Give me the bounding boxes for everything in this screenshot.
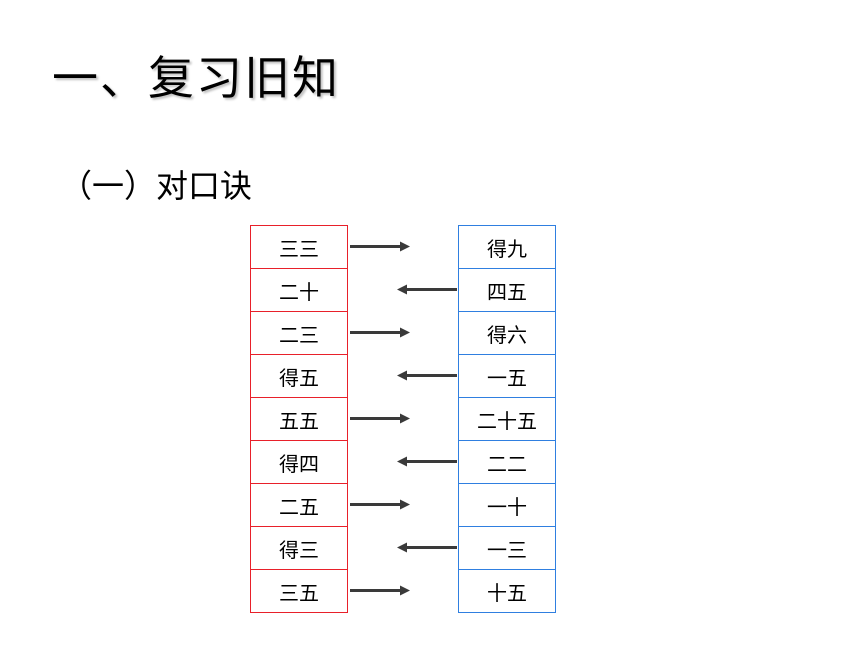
arrow-head (400, 413, 410, 424)
right-cell: 十五 (459, 570, 555, 613)
arrow-head (397, 284, 407, 295)
arrow-head (397, 456, 407, 467)
arrow-head (400, 327, 410, 338)
right-cell: 二二 (459, 441, 555, 484)
arrow-left (397, 456, 457, 467)
arrow-head (400, 241, 410, 252)
arrow-left (397, 370, 457, 381)
right-cell: 得六 (459, 312, 555, 355)
left-cell: 三五 (251, 570, 347, 613)
left-cell: 二五 (251, 484, 347, 527)
right-cell: 一三 (459, 527, 555, 570)
arrow-right (350, 499, 410, 510)
left-cell: 二三 (251, 312, 347, 355)
page-title: 一、复习旧知 (52, 51, 340, 105)
arrow-head (397, 542, 407, 553)
left-cell: 五五 (251, 398, 347, 441)
left-cell: 得三 (251, 527, 347, 570)
left-cell: 二十 (251, 269, 347, 312)
arrow-left (397, 542, 457, 553)
arrow-right (350, 327, 410, 338)
arrow-head (400, 585, 410, 596)
arrow-head (397, 370, 407, 381)
arrow-head (400, 499, 410, 510)
arrow-right (350, 413, 410, 424)
left-cell: 得四 (251, 441, 347, 484)
right-cell: 一十 (459, 484, 555, 527)
right-cell: 得九 (459, 226, 555, 269)
section-title: （一）对口诀 (60, 167, 253, 205)
left-cell: 三三 (251, 226, 347, 269)
right-cell: 二十五 (459, 398, 555, 441)
left-column: 三三 二十 二三 得五 五五 得四 二五 得三 三五 (250, 225, 348, 613)
arrow-right (350, 585, 410, 596)
arrow-left (397, 284, 457, 295)
right-column: 得九 四五 得六 一五 二十五 二二 一十 一三 十五 (458, 225, 556, 613)
right-cell: 四五 (459, 269, 555, 312)
left-cell: 得五 (251, 355, 347, 398)
right-cell: 一五 (459, 355, 555, 398)
arrow-right (350, 241, 410, 252)
